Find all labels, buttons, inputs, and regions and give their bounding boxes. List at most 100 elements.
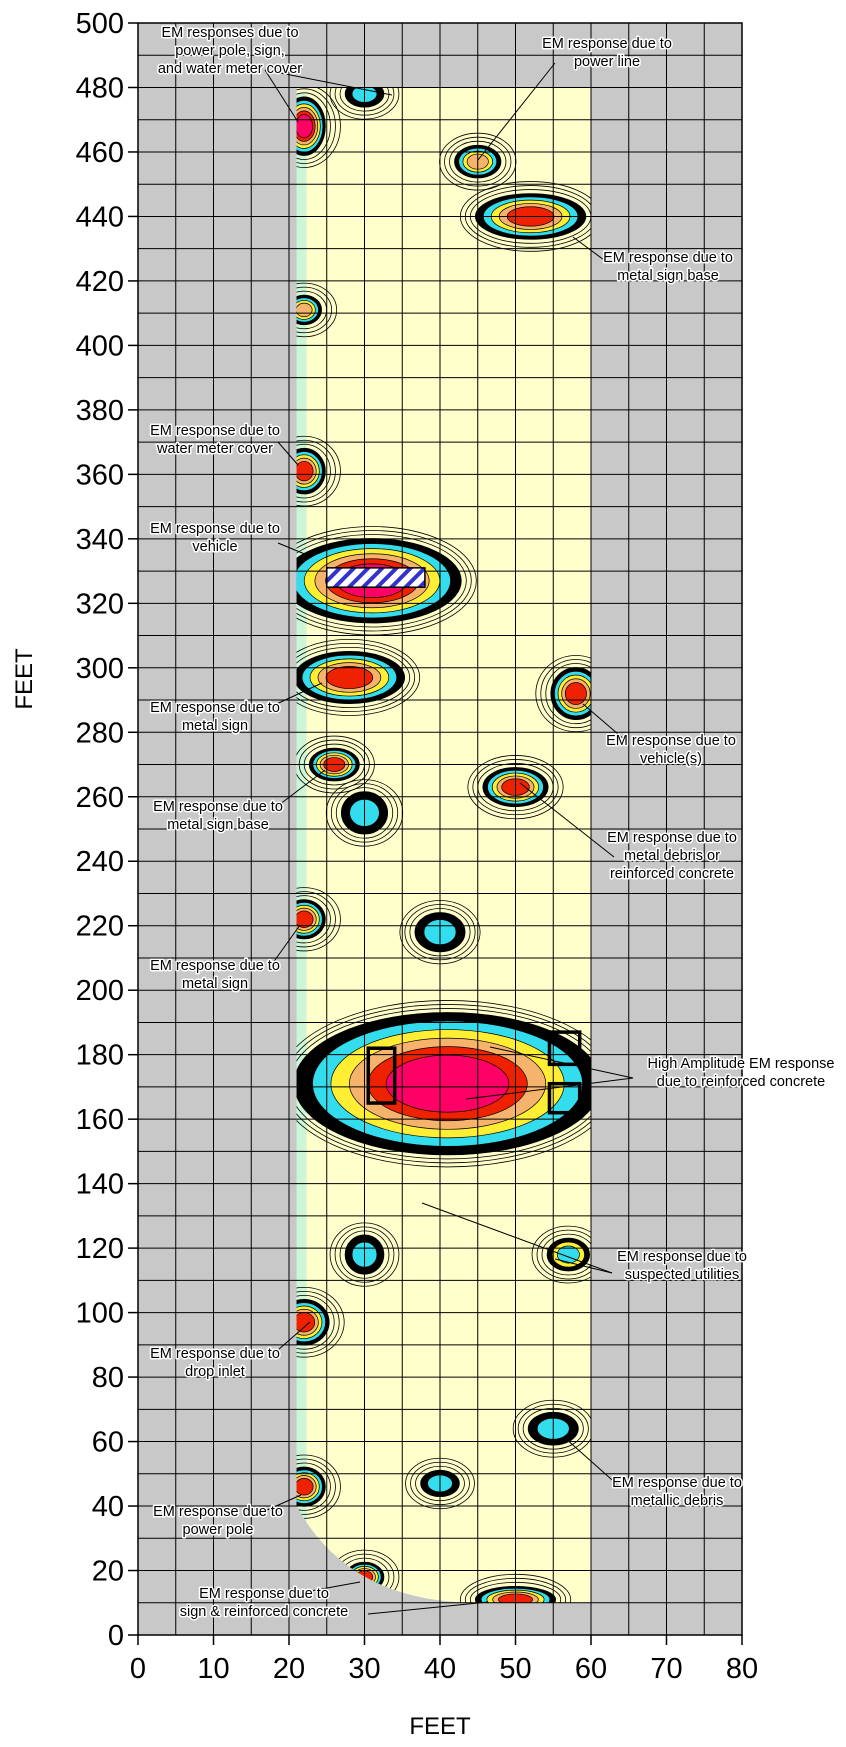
y-tick-label: 440 bbox=[76, 201, 124, 233]
y-tick-label: 220 bbox=[76, 911, 124, 943]
annotation-line: metal sign base bbox=[617, 268, 719, 284]
contour-line bbox=[296, 443, 331, 499]
leader-line bbox=[421, 1202, 613, 1274]
annotation-line: metallic debris bbox=[631, 1493, 724, 1509]
annotation-halo: reinforced concrete bbox=[610, 866, 734, 882]
annotation-line: EM response due to bbox=[150, 1346, 280, 1362]
grid bbox=[137, 22, 743, 1636]
x-tick-label: 30 bbox=[348, 1653, 380, 1685]
x-tick-label: 40 bbox=[424, 1653, 456, 1685]
y-tick-label: 420 bbox=[76, 266, 124, 298]
y-axis-title: FEET bbox=[11, 648, 38, 710]
annotation-halo: due to reinforced concrete bbox=[657, 1074, 825, 1090]
annotation-halo: EM response due to bbox=[150, 521, 280, 537]
contour-line bbox=[296, 286, 333, 334]
contour-line bbox=[296, 534, 467, 628]
annotation-halo: metal debris or bbox=[624, 848, 720, 864]
leader-line bbox=[519, 782, 615, 858]
annotation-halo: sign & reinforced concrete bbox=[180, 1604, 348, 1620]
annotation-line: due to reinforced concrete bbox=[657, 1074, 825, 1090]
leader-line bbox=[277, 441, 299, 466]
leader-line bbox=[266, 1494, 302, 1511]
annotation-halo: power line bbox=[574, 54, 640, 70]
y-tick-label: 260 bbox=[76, 782, 124, 814]
contour-line bbox=[296, 646, 411, 708]
leader-line bbox=[367, 1601, 489, 1615]
annotation-halo: suspected utilities bbox=[625, 1267, 739, 1283]
leader-line bbox=[489, 1046, 634, 1079]
annotation-line: EM response due to bbox=[617, 1249, 747, 1265]
y-tick-label: 240 bbox=[76, 846, 124, 878]
x-tick-label: 80 bbox=[726, 1653, 758, 1685]
contour-band bbox=[296, 1478, 314, 1496]
annotation-label: High Amplitude EM response due to reinfor… bbox=[646, 1055, 836, 1092]
annotation-line: metal sign bbox=[182, 718, 248, 734]
contour-line bbox=[296, 638, 421, 716]
annotation-leaders bbox=[264, 62, 634, 1615]
contour-line bbox=[536, 1229, 591, 1280]
leader-line bbox=[264, 69, 299, 123]
contour-line bbox=[296, 1008, 591, 1160]
annotation-line: EM response due to bbox=[150, 521, 280, 537]
contour-line bbox=[296, 92, 331, 160]
contour-band bbox=[296, 302, 313, 318]
annotation-line: power line bbox=[574, 54, 640, 70]
contour-line bbox=[296, 1462, 331, 1511]
contour-line bbox=[296, 1294, 335, 1350]
contour-line bbox=[296, 439, 336, 503]
annotation-halo: EM response due to bbox=[153, 1504, 283, 1520]
y-tick-label: 320 bbox=[76, 588, 124, 620]
annotation-halo: EM response due to bbox=[150, 1346, 280, 1362]
contour-line bbox=[296, 282, 338, 338]
outlined-rectangle bbox=[547, 1030, 582, 1067]
annotation-line: vehicle(s) bbox=[640, 751, 702, 767]
y-tick-label: 340 bbox=[76, 524, 124, 556]
annotation-halo: power pole, sign, bbox=[175, 43, 285, 59]
annotation-line: drop inlet bbox=[185, 1364, 245, 1380]
y-tick-label: 300 bbox=[76, 653, 124, 685]
annotation-line: reinforced concrete bbox=[610, 866, 734, 882]
contour-line bbox=[531, 1225, 591, 1284]
y-tick-label: 140 bbox=[76, 1169, 124, 1201]
annotation-line: and water meter cover bbox=[158, 61, 302, 77]
contour-line bbox=[535, 655, 591, 733]
annotation-halo: EM response due to bbox=[153, 799, 283, 815]
contour-line bbox=[296, 88, 336, 164]
outlined-rectangle bbox=[547, 1081, 582, 1115]
y-tick-label: 80 bbox=[92, 1362, 124, 1394]
annotation-label: EM response due to sign & reinforced conc… bbox=[178, 1585, 349, 1622]
annotation-halo: EM response due to bbox=[612, 1475, 742, 1491]
y-tick-label: 20 bbox=[92, 1556, 124, 1588]
annotation-halo: metal sign base bbox=[617, 268, 719, 284]
annotation-halo: EM response due to bbox=[199, 1586, 329, 1602]
annotation-halo: High Amplitude EM response bbox=[648, 1056, 835, 1072]
annotation-halo: and water meter cover bbox=[158, 61, 302, 77]
x-tick-label: 0 bbox=[130, 1653, 146, 1685]
x-tick-label: 60 bbox=[575, 1653, 607, 1685]
contour-line bbox=[296, 435, 341, 507]
edge-band bbox=[296, 93, 307, 1539]
contour-line bbox=[296, 1458, 336, 1515]
annotation-line: power pole bbox=[183, 1522, 254, 1538]
x-tick-label: 10 bbox=[197, 1653, 229, 1685]
y-tick-label: 400 bbox=[76, 330, 124, 362]
contour-band bbox=[296, 461, 314, 482]
annotation-halo: EM response due to bbox=[150, 958, 280, 974]
contour-line bbox=[541, 1233, 591, 1276]
annotation-halo: vehicle bbox=[192, 539, 237, 555]
leader-line bbox=[465, 1077, 634, 1100]
annotation-halo: EM response due to bbox=[150, 700, 280, 716]
y-tick-label: 40 bbox=[92, 1491, 124, 1523]
survey-background bbox=[296, 87, 591, 1603]
contour-line bbox=[296, 891, 336, 948]
contour-band bbox=[296, 1312, 316, 1333]
leader-line bbox=[477, 62, 556, 161]
y-tick-label: 360 bbox=[76, 459, 124, 491]
